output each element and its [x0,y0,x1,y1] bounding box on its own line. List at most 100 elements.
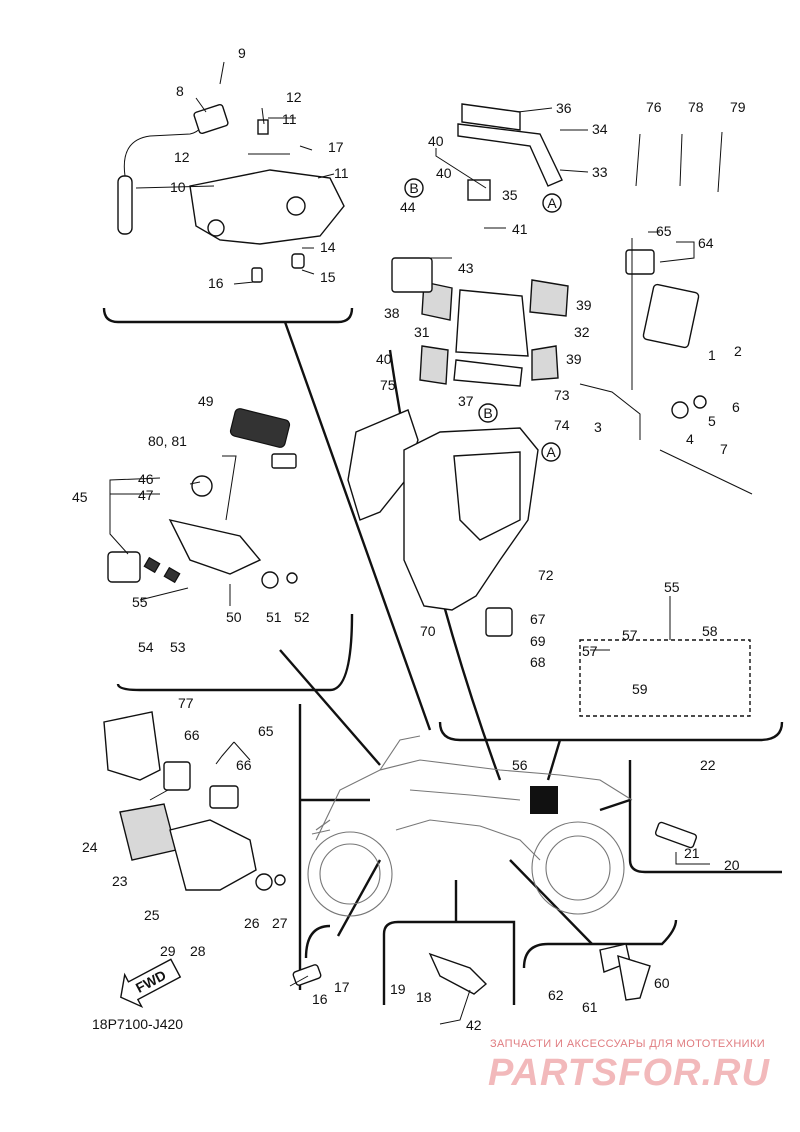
ref-mark-b-1: B [409,180,418,196]
watermark-tagline: ЗАПЧАСТИ И АКСЕССУАРЫ ДЛЯ МОТОТЕХНИКИ [490,1038,766,1050]
callout-5: 5 [708,413,716,429]
callout-12-a: 11 [282,111,297,127]
callout-65-a: 64 [698,235,714,251]
callout-44: 42 [466,1017,482,1033]
callout-76: 76 [646,99,662,115]
callout-45: 43 [458,260,474,276]
callout-29: 27 [272,915,288,931]
callout-67: 66 [184,727,200,743]
callout-20: 16 [312,991,328,1007]
callout-10: 10 [170,179,186,195]
callout-38: 37 [458,393,474,409]
leader-lines [109,61,710,987]
callout-58: 57 [582,643,598,659]
callout-25: 23 [112,873,128,889]
callout-30: 28 [190,943,206,959]
callout-12-b: 12 [174,149,190,165]
callout-59: 57 [622,627,638,643]
callout-66-b: 66 [236,757,252,773]
callout-64: 62 [548,987,564,1003]
callout-51: 50 [226,609,242,625]
callout-3: 3 [594,419,602,435]
callout-41: 40 [428,133,444,149]
right-parts [579,131,753,717]
callout-35: 34 [592,121,608,137]
callout-23: 21 [684,845,700,861]
callout-17: 17 [328,139,344,155]
callout-19: 19 [390,981,406,997]
callout-11: 11 [334,165,349,181]
callout-4: 4 [686,431,694,447]
part-57-location [530,786,558,814]
callout-55: 54 [138,639,154,655]
callout-39-a: 38 [384,305,400,321]
callout-48: 46 [138,471,154,487]
callout-32: 31 [414,324,430,340]
callout-54: 53 [170,639,186,655]
callout-39-b: 39 [566,351,582,367]
callout-72: 72 [538,567,554,583]
ref-mark-b-2: B [483,405,492,421]
callout-80-81: 80, 81 [148,433,187,449]
callout-70: 69 [530,633,546,649]
callout-57-b: 56 [512,757,528,773]
callout-63: 61 [582,999,598,1015]
callout-31: 29 [160,943,176,959]
callout-numbers: 9 8 12 11 12 17 11 10 14 15 16 36 34 33 … [72,45,746,1033]
callout-46: 44 [400,199,416,215]
callout-18: 18 [416,989,432,1005]
atv-silhouette [307,735,633,917]
callout-68: 67 [530,611,546,627]
callout-60: 58 [702,623,718,639]
callout-53: 52 [294,609,310,625]
callout-43: 41 [512,221,528,237]
callout-37: 36 [556,100,572,116]
ref-mark-a-2: A [546,444,556,460]
watermark-logo: PARTSFOR.RU [488,1052,770,1094]
group-frames [102,307,784,1005]
callout-2: 2 [734,343,742,359]
callout-40-b: 40 [376,351,392,367]
fwd-arrow: FWD [120,958,182,1009]
callout-49: 47 [138,487,154,503]
callout-34: 33 [592,164,608,180]
callout-78: 78 [688,99,704,115]
callout-26: 24 [82,839,98,855]
callout-7: 7 [720,441,728,457]
callout-14: 14 [320,239,336,255]
callout-16: 16 [208,275,224,291]
callout-65-b: 65 [258,723,274,739]
battery-area-parts [347,103,700,637]
callout-61: 59 [632,681,648,697]
callout-42: 40 [436,165,452,181]
callout-57-a: 55 [664,579,680,595]
callout-71: 70 [420,623,436,639]
callout-62: 60 [654,975,670,991]
callout-50: 49 [198,393,214,409]
callout-13: 12 [286,89,302,105]
callout-36: 35 [502,187,518,203]
callout-75: 75 [380,377,396,393]
callout-73: 73 [554,387,570,403]
callout-69: 68 [530,654,546,670]
callout-47: 45 [72,489,88,505]
callout-33: 32 [574,324,590,340]
callout-74: 74 [554,417,570,433]
callout-40-a: 39 [576,297,592,313]
callout-24: 22 [700,757,716,773]
callout-22: 20 [724,857,740,873]
callout-8: 8 [176,83,184,99]
callout-6: 6 [732,399,740,415]
bottom-parts [292,821,698,1025]
ref-mark-a-1: A [547,195,557,211]
callout-27: 25 [144,907,160,923]
callout-9: 9 [238,45,246,61]
drawing-code: 18P7100-J420 [92,1016,184,1032]
reference-marks: B A B A [404,178,562,462]
callout-15: 15 [320,269,336,285]
callout-1: 1 [708,347,716,363]
top-left-parts [117,103,345,283]
callout-21: 17 [334,979,350,995]
lower-left-parts [103,711,286,891]
callout-79: 79 [730,99,746,115]
